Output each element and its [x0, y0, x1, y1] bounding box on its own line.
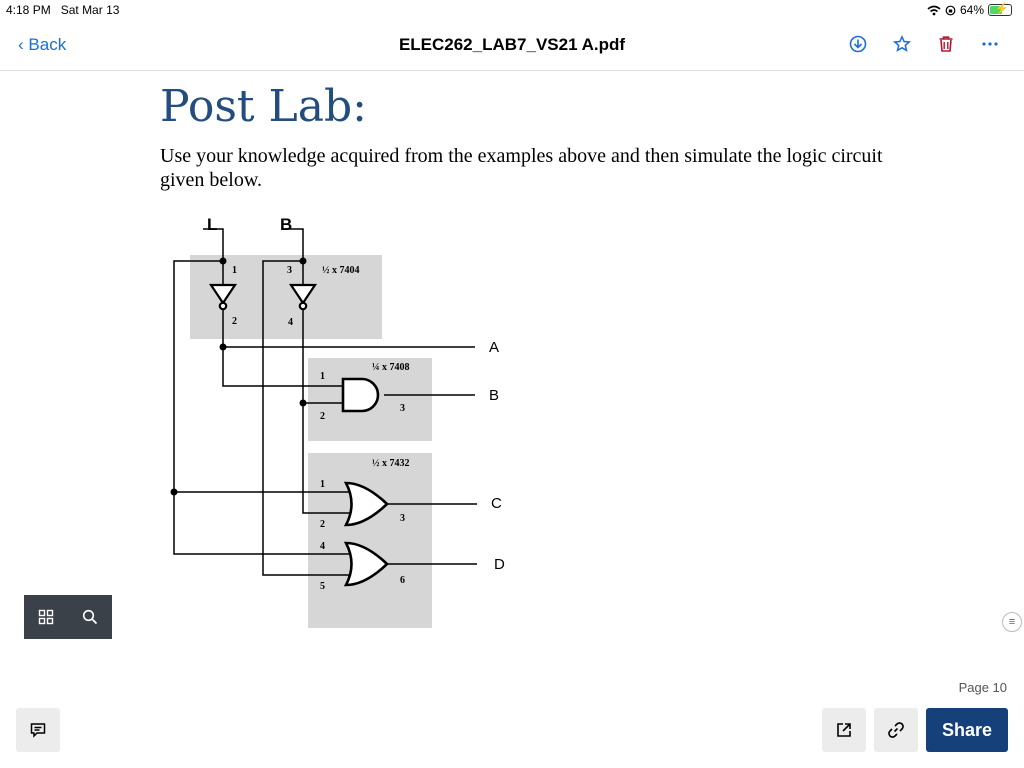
output-label-b: B — [489, 387, 499, 404]
pin-number: 2 — [232, 316, 237, 327]
orientation-lock-icon — [945, 5, 956, 15]
navigation-bar: ‹ Back ELEC262_LAB7_VS21 A.pdf — [0, 22, 1024, 71]
pin-number: 3 — [287, 265, 292, 276]
thumbnail-grid-icon[interactable] — [24, 595, 68, 639]
page-tools — [24, 595, 112, 639]
navbar-actions — [846, 32, 1002, 56]
pin-number: 3 — [400, 403, 405, 414]
back-button[interactable]: ‹ Back — [18, 35, 66, 55]
battery-icon: ⚡ — [988, 3, 1012, 16]
instruction-paragraph: Use your knowledge acquired from the exa… — [160, 145, 883, 191]
handle-lines-icon: ≡ — [1008, 616, 1016, 628]
pin-number: 5 — [320, 581, 325, 592]
wifi-icon — [927, 5, 941, 15]
bottom-actions: Share — [822, 708, 1008, 752]
not-gate-b — [288, 283, 318, 305]
search-icon[interactable] — [68, 595, 112, 639]
or-gate-d — [343, 541, 389, 587]
chip-label-7404: ½ x 7404 — [322, 265, 360, 276]
not-gate-l — [208, 283, 238, 305]
status-indicators: 64% ⚡ — [927, 3, 1012, 17]
pin-number: 4 — [320, 541, 325, 552]
link-button[interactable] — [874, 708, 918, 752]
status-bar: 4:18 PM Sat Mar 13 64% ⚡ — [0, 0, 1024, 22]
scroll-handle[interactable]: ≡ — [1002, 612, 1022, 632]
output-label-c: C — [491, 495, 502, 512]
and-gate — [341, 377, 380, 413]
circuit-wires — [173, 228, 477, 576]
or-gate-c — [343, 481, 389, 527]
document-title: ELEC262_LAB7_VS21 A.pdf — [398, 35, 626, 54]
battery-percent: 64% — [959, 3, 984, 17]
page-indicator: Page 10 — [958, 680, 1007, 695]
pin-number: 4 — [288, 317, 293, 328]
logic-circuit-diagram: L B — [170, 215, 505, 628]
chevron-left-icon: ‹ — [18, 35, 24, 54]
not-gate-b-bubble — [298, 301, 308, 311]
chip-label-7408: ¼ x 7408 — [372, 362, 410, 373]
pin-number: 1 — [320, 371, 325, 382]
chip-7432-area — [308, 453, 432, 628]
input-label-b: B — [280, 215, 292, 234]
pin-number: 3 — [400, 513, 405, 524]
output-label-d: D — [494, 556, 505, 573]
page-heading: Post Lab: — [160, 81, 368, 132]
input-label-l: L — [207, 215, 217, 234]
chip-label-7432: ½ x 7432 — [372, 458, 410, 469]
not-gate-l-bubble — [218, 301, 228, 311]
trash-icon[interactable] — [934, 32, 958, 56]
pin-number: 1 — [232, 265, 237, 276]
output-label-a: A — [489, 339, 499, 356]
pin-number: 1 — [320, 479, 325, 490]
status-time: 4:18 PM Sat Mar 13 — [6, 3, 120, 17]
share-button[interactable]: Share — [926, 708, 1008, 752]
comment-button[interactable] — [16, 708, 60, 752]
junction-dots — [170, 257, 307, 496]
link-icon — [888, 722, 904, 738]
pin-number: 6 — [400, 575, 405, 586]
pdf-page: Post Lab: Use your knowledge acquired fr… — [0, 71, 1024, 768]
open-external-button[interactable] — [822, 708, 866, 752]
back-label: Back — [28, 35, 67, 54]
download-icon[interactable] — [846, 32, 870, 56]
open-external-icon — [837, 723, 851, 737]
pin-number: 2 — [320, 519, 325, 530]
pin-number: 2 — [320, 411, 325, 422]
star-icon[interactable] — [890, 32, 914, 56]
comment-icon — [30, 723, 46, 738]
more-icon[interactable] — [978, 32, 1002, 56]
